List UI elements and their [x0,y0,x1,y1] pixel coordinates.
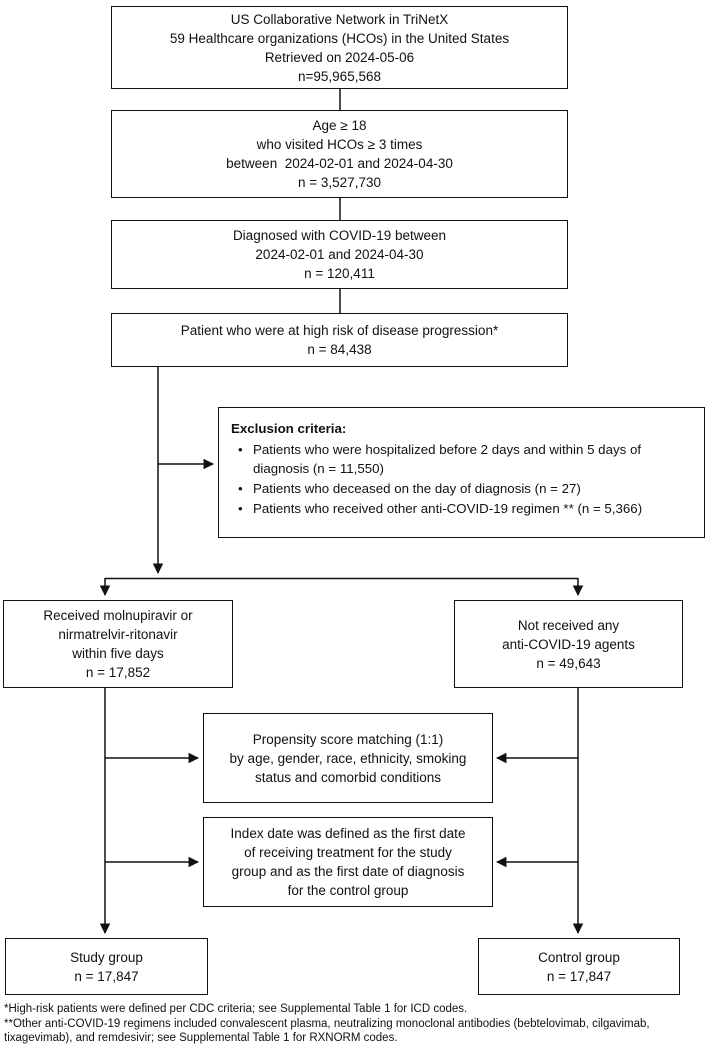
text-line: 59 Healthcare organizations (HCOs) in th… [169,30,510,46]
box-propensity-matching: Propensity score matching (1:1) by age, … [203,713,493,803]
text-line: between 2024-02-01 and 2024-04-30 [226,156,453,171]
text-line: group and as the first date of diagnosis [231,864,465,879]
box-population: US Collaborative Network in TriNetX 59 H… [111,6,568,89]
box-untreated-group: Not received any anti-COVID-19 agents n … [454,600,683,688]
text-line: Study group [70,949,143,965]
text-line: Age ≥ 18 [312,118,367,133]
text-line: within five days [72,646,164,661]
exclusion-item: Patients who were hospitalized before 2 … [231,440,696,478]
text-line: Not received any [517,617,620,633]
text-line: Patient who were at high risk of disease… [180,323,499,338]
text-line: Index date was defined as the first date [230,826,466,841]
text-line: who visited HCOs ≥ 3 times [256,137,423,152]
text-line: n = 49,643 [536,655,601,671]
text-line: n = 84,438 [307,342,372,357]
box-exclusion-criteria: Exclusion criteria: Patients who were ho… [218,407,705,538]
text-line: Propensity score matching (1:1) [252,731,444,747]
text-line: of receiving treatment for the study [244,845,452,860]
text-line: status and comorbid conditions [254,769,442,785]
text-line: n = 17,847 [546,968,612,984]
text-line: n = 3,527,730 [298,175,381,190]
text-line: 2024-02-01 and 2024-04-30 [255,247,424,262]
exclusion-item: Patients who deceased on the day of diag… [231,479,696,498]
text-line: nirmatrelvir-ritonavir [58,627,178,642]
exclusion-item: Patients who received other anti-COVID-1… [231,499,696,518]
box-high-risk: Patient who were at high risk of disease… [111,313,568,367]
box-control-group: Control group n = 17,847 [478,938,680,995]
text-line: US Collaborative Network in TriNetX [230,11,449,27]
text-line: Received molnupiravir or [43,608,193,623]
text-line: by age, gender, race, ethnicity, smoking [229,750,467,766]
footnote-other-regimens: **Other anti-COVID-19 regimens included … [4,1017,650,1045]
text-line: n = 120,411 [304,266,375,281]
footnote-high-risk: *High-risk patients were defined per CDC… [4,1003,468,1015]
text-line: n = 17,852 [85,665,151,680]
box-treated-group: Received molnupiravir or nirmatrelvir-ri… [3,600,233,688]
box-index-date: Index date was defined as the first date… [203,817,493,907]
text-line: for the control group [287,883,409,898]
text-line: Retrieved on 2024-05-06 [264,49,415,65]
box-study-group: Study group n = 17,847 [5,938,208,995]
text-line: Diagnosed with COVID-19 between [232,228,447,243]
footnotes: *High-risk patients were defined per CDC… [4,1002,705,1046]
exclusion-title: Exclusion criteria: [231,421,347,436]
box-covid-diagnosis: Diagnosed with COVID-19 between 2024-02-… [111,220,568,289]
text-line: n=95,965,568 [298,68,381,84]
text-line: n = 17,847 [74,968,139,984]
text-line: anti-COVID-19 agents [502,636,635,652]
text-line: Control group [538,949,620,965]
exclusion-list: Patients who were hospitalized before 2 … [231,439,696,518]
box-age-filter: Age ≥ 18 who visited HCOs ≥ 3 times betw… [111,110,568,198]
